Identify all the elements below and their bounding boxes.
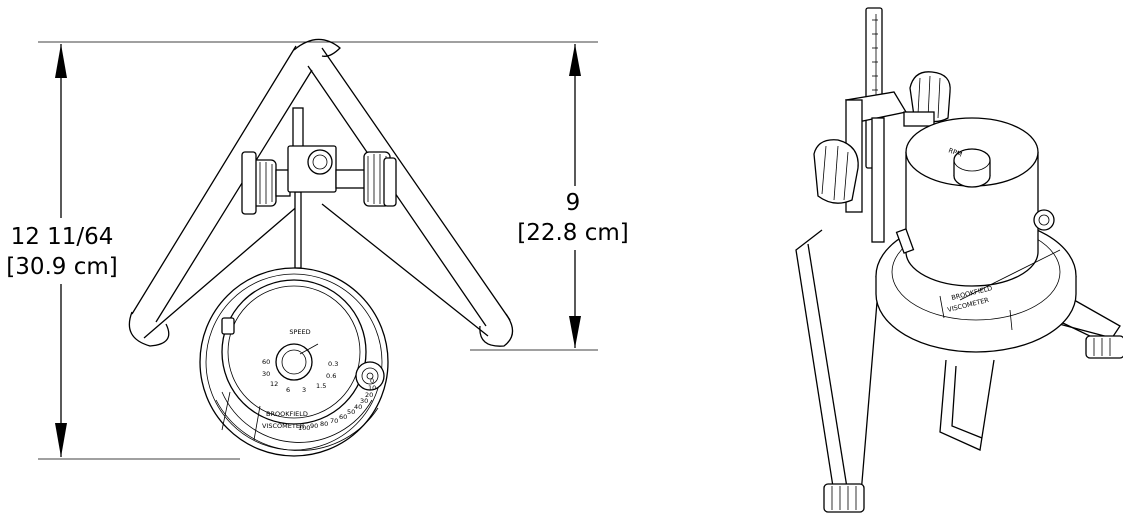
dimension-guides [38,41,598,460]
top-view-drawing: 12 11/64 [30.9 cm] 9 [22.8 cm] [4,38,636,460]
tripod-legs-top [128,38,514,347]
svg-text:40: 40 [354,403,362,411]
top-dial-title: SPEED [289,328,310,336]
tripod-legs-iso [795,229,1123,513]
top-product-label: VISCOMETER [262,422,305,430]
height-dimension-value: 12 11/64 [11,224,114,250]
svg-text:10: 10 [368,384,376,392]
svg-text:0: 0 [370,377,374,385]
height-dimension-metric: [30.9 cm] [6,254,118,280]
top-scale-numbers: 100 90 80 70 60 50 40 30 20 10 0 [298,377,376,432]
viscometer-base-top [199,267,389,457]
clamp-assembly-top [241,145,397,215]
clamp-assembly-iso [813,71,951,243]
top-brand-label: BROOKFIELD [266,410,308,418]
svg-text:0.6: 0.6 [326,372,336,380]
svg-text:20: 20 [365,391,373,399]
motor-housing-iso [875,117,1077,353]
width-dimension-metric: [22.8 cm] [517,220,629,246]
svg-text:6: 6 [286,386,290,394]
svg-text:50: 50 [347,408,355,416]
svg-text:70: 70 [330,417,338,425]
svg-text:3: 3 [302,386,306,394]
svg-text:100: 100 [298,424,310,432]
top-dial-numbers: 60 30 12 6 3 1.5 0.6 0.3 [262,358,338,394]
svg-text:12: 12 [270,380,278,388]
svg-text:60: 60 [262,358,270,366]
svg-text:30: 30 [360,397,368,405]
svg-text:1.5: 1.5 [316,382,326,390]
svg-text:80: 80 [320,420,328,428]
svg-text:90: 90 [310,422,318,430]
width-dimension-value: 9 [566,190,581,216]
svg-text:60: 60 [339,413,347,421]
svg-text:0.3: 0.3 [328,360,338,368]
svg-text:30: 30 [262,370,270,378]
isometric-view-drawing: RPM BROOKFIELD VISCOMETER [795,7,1123,513]
